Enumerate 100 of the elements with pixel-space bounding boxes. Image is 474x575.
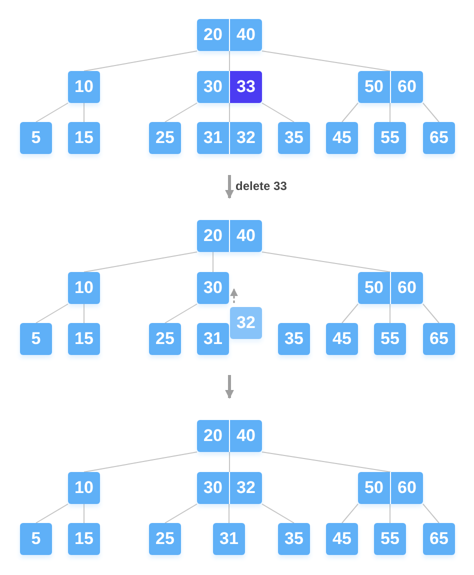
tree-node	[278, 323, 310, 355]
connector-line	[262, 504, 294, 524]
connector-line	[164, 102, 198, 122]
arrow	[225, 175, 234, 199]
key-label: 25	[154, 328, 176, 350]
key-label: 32	[229, 472, 262, 504]
connector-line	[84, 452, 198, 472]
key-label: 10	[74, 277, 94, 299]
connector-line	[36, 504, 68, 524]
key-label: 60	[390, 71, 423, 103]
connector-line	[164, 304, 198, 324]
key-label: 33	[229, 71, 262, 103]
connector-line	[422, 102, 440, 122]
connector-line	[342, 504, 358, 524]
connector-line	[422, 304, 440, 324]
tree-node	[278, 523, 310, 555]
tree-node	[68, 523, 100, 555]
key-label: 55	[380, 528, 400, 550]
key-label: 32	[236, 312, 256, 334]
tree-node	[68, 122, 100, 154]
tree-node	[197, 420, 262, 452]
tree-node	[68, 472, 100, 504]
tree-node	[358, 71, 423, 103]
connector-line	[164, 504, 198, 524]
tree-node	[197, 323, 229, 355]
key-label: 30	[202, 277, 224, 299]
key-label: 55	[380, 127, 400, 149]
tree-node	[374, 122, 406, 154]
key-label: 31	[218, 528, 240, 550]
key-label: 50	[364, 477, 384, 499]
key-label: 31	[202, 328, 224, 350]
key-label: 15	[74, 528, 94, 550]
key-label: 10	[74, 477, 94, 499]
key-label: 40	[229, 220, 262, 252]
key-label: 60	[390, 472, 423, 504]
key-label: 5	[30, 528, 42, 550]
connector-line	[342, 304, 358, 324]
connector-line	[229, 102, 230, 122]
tree-node	[197, 220, 262, 252]
tree-node	[68, 323, 100, 355]
tree-node	[197, 472, 262, 504]
key-label: 31	[202, 127, 224, 149]
tree-node	[358, 472, 423, 504]
tree-node	[197, 122, 262, 154]
key-label: 45	[332, 528, 352, 550]
tree-node	[423, 523, 455, 555]
connector-line	[422, 504, 440, 524]
key-label: 35	[284, 328, 304, 350]
tree-node	[374, 523, 406, 555]
key-label: 5	[30, 328, 42, 350]
key-label: 5	[30, 127, 42, 149]
key-label: 25	[154, 127, 176, 149]
key-label: 55	[380, 328, 400, 350]
tree-node	[149, 323, 181, 355]
tree-node	[20, 122, 52, 154]
connector-line	[262, 252, 391, 272]
tree-node	[197, 272, 229, 304]
tree-node	[68, 71, 100, 103]
key-label: 35	[284, 127, 304, 149]
key-label: 65	[428, 328, 450, 350]
key-label: 30	[202, 76, 224, 98]
arrow	[225, 375, 234, 399]
key-label: 20	[202, 225, 224, 247]
key-label: 50	[364, 76, 384, 98]
tree-node	[278, 122, 310, 154]
key-label: 35	[284, 528, 304, 550]
key-label: 40	[229, 420, 262, 452]
tree-node	[326, 523, 358, 555]
connector-line	[36, 304, 68, 324]
tree-node	[374, 323, 406, 355]
key-label: 20	[202, 24, 224, 46]
key-label: 10	[74, 76, 94, 98]
connector-line	[262, 102, 294, 122]
tree-node	[213, 523, 245, 555]
key-label: 20	[202, 425, 224, 447]
key-label: 15	[74, 328, 94, 350]
connector-line	[36, 102, 68, 122]
key-label: 45	[332, 127, 352, 149]
tree-node	[230, 307, 262, 339]
connector-line	[228, 504, 230, 524]
arrow	[230, 288, 238, 303]
connector-line	[262, 50, 391, 72]
tree-node	[197, 71, 262, 103]
key-label: 15	[74, 127, 94, 149]
connector-line	[212, 252, 214, 272]
connector-line	[84, 252, 198, 272]
tree-node	[197, 19, 262, 51]
key-label: 65	[428, 127, 450, 149]
connector-line	[229, 50, 230, 72]
tree-node	[326, 323, 358, 355]
key-label: 25	[154, 528, 176, 550]
tree-node	[149, 523, 181, 555]
connector-line	[342, 102, 358, 122]
key-label: 65	[428, 528, 450, 550]
tree-node	[20, 523, 52, 555]
tree-node	[358, 272, 423, 304]
key-label: 45	[332, 328, 352, 350]
key-label: 40	[229, 19, 262, 51]
key-label: 32	[229, 122, 262, 154]
connector-line	[229, 452, 230, 472]
